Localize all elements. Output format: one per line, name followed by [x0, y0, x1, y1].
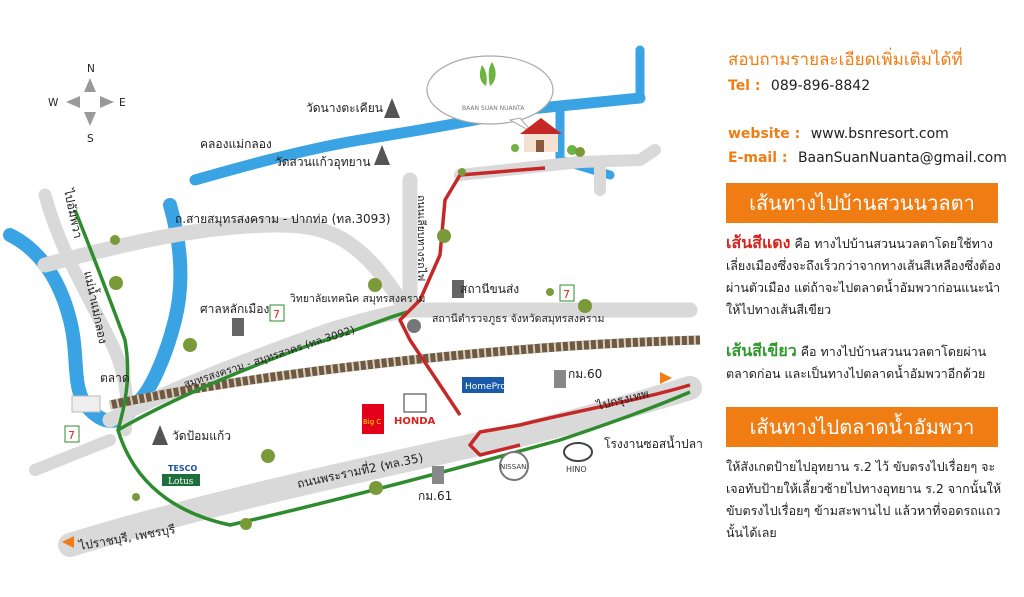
tel-row: Tel : 089-896-8842	[728, 78, 870, 94]
website-label: website :	[728, 126, 801, 142]
tesco-lotus-logo: TESCO Lotus	[162, 464, 200, 487]
road-rama2	[58, 376, 702, 557]
railway	[109, 335, 701, 410]
website-row: website : www.bsnresort.com	[728, 126, 949, 142]
green-route-text: คือ ทางไปบ้านสวนนวลตาโดยผ่านตลาดก่อน และ…	[726, 344, 987, 381]
svg-text:7: 7	[273, 308, 280, 321]
market-icon	[71, 395, 101, 413]
road-left-bottom	[29, 434, 116, 476]
road-3093	[37, 217, 408, 308]
website-link[interactable]: www.bsnresort.com	[810, 126, 949, 142]
compass-n: N	[87, 63, 95, 75]
email-link[interactable]: BaanSuanNuanta@gmail.com	[797, 150, 1007, 166]
compass-s: S	[87, 133, 94, 145]
label-wat-pomkaew: วัดป้อมแก้ว	[172, 429, 231, 443]
building-icon	[232, 318, 244, 336]
label-tech-college: วิทยาลัยเทคนิค สมุทรสงคราม	[290, 293, 426, 305]
red-route	[398, 166, 691, 457]
green-route	[73, 209, 691, 527]
label-to-amphawa: ไปอัมพวา	[61, 187, 85, 240]
label-fish-sauce: โรงงานซอสน้ำปลา	[604, 435, 703, 451]
seven-eleven-icon: 7	[269, 304, 285, 322]
nissan-logo: NISSAN	[499, 451, 529, 481]
svg-text:Lotus: Lotus	[168, 477, 194, 487]
contact-title: สอบถามรายละเอียดเพิ่มเติมได้ที่	[728, 50, 963, 70]
seven-eleven-icon: 7	[559, 284, 575, 302]
tel-value[interactable]: 089-896-8842	[770, 78, 871, 94]
resort-logo-text: BAAN SUAN NUANTA	[462, 105, 525, 112]
building-icon	[432, 466, 444, 484]
email-row: E-mail : BaanSuanNuanta@gmail.com	[728, 150, 1007, 166]
tel-label: Tel :	[728, 78, 761, 94]
amphawa-description: ให้สังเกตป้ายไปอุทยาน ร.2 ไว้ ขับตรงไปเร…	[726, 459, 1002, 540]
honda-logo: HONDA	[394, 393, 436, 427]
arrow-to-ratchaburi-icon	[62, 536, 74, 548]
compass-e: E	[119, 97, 126, 109]
building-icon	[554, 370, 566, 388]
label-radio-station: สถานีขนส่ง	[460, 282, 519, 296]
arrow-to-bangkok-icon	[660, 372, 672, 384]
svg-text:HINO: HINO	[566, 465, 587, 474]
svg-text:HomePro: HomePro	[465, 382, 506, 392]
info-panel: สอบถามรายละเอียดเพิ่มเติมได้ที่ Tel : 08…	[722, 0, 1022, 597]
label-wat-suankaew: วัดสวนแก้วอุทยาน	[275, 155, 371, 170]
red-route-heading: เส้นสีแดง	[726, 233, 791, 252]
svg-text:TESCO: TESCO	[168, 464, 198, 473]
svg-text:7: 7	[68, 429, 75, 442]
compass: N S E W	[48, 63, 126, 145]
temple-icon	[384, 98, 400, 118]
banner-route-resort: เส้นทางไปบ้านสวนนวลตา	[726, 183, 998, 223]
green-route-heading: เส้นสีเขียว	[726, 341, 797, 360]
red-route-text: คือ ทางไปบ้านสวนนวลตาโดยใช้ทางเลี่ยงเมือ…	[726, 236, 1001, 317]
label-km60: กม.60	[568, 367, 602, 381]
resort-logo-bubble: BAAN SUAN NUANTA	[426, 55, 554, 133]
label-road-3093: ถ.สายสมุทรสงคราม - ปากท่อ (ทล.3093)	[175, 212, 391, 227]
svg-text:HONDA: HONDA	[394, 416, 436, 427]
label-sala-lak-mueang: ศาลหลักเมือง	[200, 302, 269, 316]
banner-route-amphawa: เส้นทางไปตลาดน้ำอัมพวา	[726, 407, 998, 447]
red-route-description: เส้นสีแดง คือ ทางไปบ้านสวนนวลตาโดยใช้ทาง…	[726, 232, 1006, 321]
seven-eleven-icon: 7	[64, 425, 80, 443]
homepro-logo: HomePro	[462, 377, 506, 393]
hino-logo: HINO	[563, 442, 593, 474]
label-wat-nang: วัดนางตะเคียน	[306, 101, 383, 115]
label-market: ตลาด	[100, 371, 130, 385]
label-khlong-maeklong: คลองแม่กลอง	[200, 137, 272, 151]
compass-w: W	[48, 97, 59, 109]
label-road-vertical: ถนนเลียบทางรถไฟ	[415, 195, 428, 281]
temple-icon	[152, 425, 168, 445]
leaf-icon	[479, 62, 496, 86]
building-icon	[452, 280, 464, 298]
label-police-station: สถานีตำรวจภูธร จังหวัดสมุทรสงคราม	[432, 312, 604, 325]
resort-house-icon	[511, 118, 577, 155]
label-km61: กม.61	[418, 489, 452, 503]
bigc-logo: Big C	[362, 404, 384, 434]
svg-text:NISSAN: NISSAN	[500, 463, 526, 471]
temple-icon	[374, 145, 390, 165]
green-route-description: เส้นสีเขียว คือ ทางไปบ้านสวนนวลตาโดยผ่าน…	[726, 340, 1006, 385]
police-badge-icon	[407, 319, 421, 333]
email-label: E-mail :	[728, 150, 788, 166]
svg-text:7: 7	[563, 288, 570, 301]
tree-icons	[109, 147, 592, 530]
svg-text:Big C: Big C	[363, 418, 381, 426]
